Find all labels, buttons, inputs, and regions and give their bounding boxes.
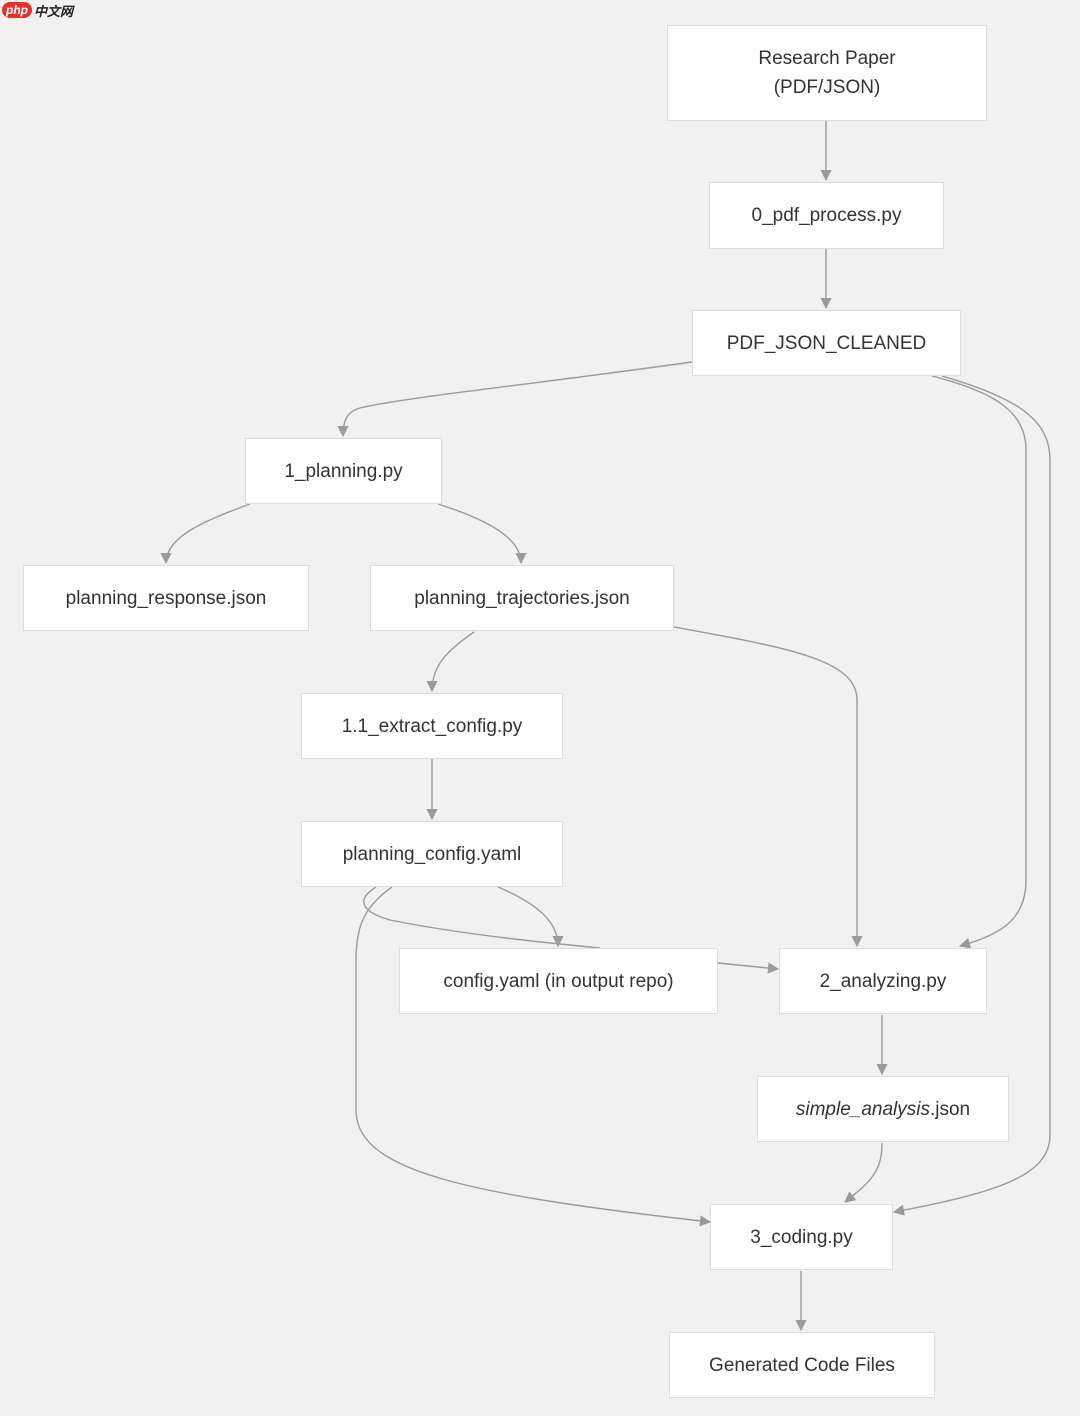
watermark-text: 中文网 [34, 3, 74, 19]
edge-config-to-coding [355, 886, 712, 1227]
edge-cleaned-to-coding [892, 375, 1051, 1216]
edge-cleaned-to-analyzing [931, 375, 1027, 949]
node-research-paper: Research Paper (PDF/JSON) [667, 25, 987, 121]
node-config-yaml: config.yaml (in output repo) [399, 948, 718, 1014]
watermark-badge: php [2, 2, 32, 18]
generated-code-label: Generated Code Files [709, 1354, 895, 1376]
edge-trajectories-to-analyzing [673, 626, 863, 948]
extract-config-label: 1.1_extract_config.py [341, 715, 523, 737]
node-planning: 1_planning.py [245, 438, 442, 504]
config-yaml-label: config.yaml (in output repo) [443, 970, 674, 992]
edge-planning-to-trajectories [437, 503, 527, 565]
pdf-process-label: 0_pdf_process.py [751, 205, 902, 226]
planning-response-label: planning_response.json [65, 587, 267, 609]
pdf-json-cleaned-label: PDF_JSON_CLEANED [726, 332, 927, 354]
edge-configyaml-to-analyzing [717, 962, 780, 974]
analyzing-label: 2_analyzing.py [819, 970, 947, 992]
node-pdf-process: 0_pdf_process.py [709, 182, 944, 249]
node-pdf-json-cleaned: PDF_JSON_CLEANED [692, 310, 961, 376]
edge-config-to-analyzing [363, 886, 601, 949]
edge-trajectories-to-extract [426, 631, 475, 693]
planning-config-label: planning_config.yaml [342, 843, 522, 865]
watermark-logo: php 中文网 [2, 0, 73, 20]
node-simple-analysis: simple_analysis.json [757, 1076, 1009, 1142]
node-generated-code: Generated Code Files [669, 1332, 935, 1398]
node-planning-response: planning_response.json [23, 565, 309, 631]
node-analyzing: 2_analyzing.py [779, 948, 987, 1014]
node-extract-config: 1.1_extract_config.py [301, 693, 563, 759]
node-planning-config: planning_config.yaml [301, 821, 563, 887]
research-paper-line1: Research Paper [758, 48, 896, 69]
simple-analysis-label: simple_analysis.json [796, 1095, 970, 1124]
node-coding: 3_coding.py [710, 1204, 893, 1270]
node-planning-trajectories: planning_trajectories.json [370, 565, 674, 631]
coding-label: 3_coding.py [750, 1226, 853, 1248]
edge-simple-to-coding [844, 1142, 883, 1203]
simple-analysis-ext: .json [929, 1098, 971, 1120]
planning-label: 1_planning.py [284, 460, 403, 482]
edge-planning-to-response [160, 503, 251, 565]
planning-trajectories-label: planning_trajectories.json [414, 587, 630, 609]
edge-cleaned-to-planning [337, 361, 693, 438]
simple-analysis-italic: simple_analysis [795, 1098, 930, 1120]
edge-config-to-configyaml [497, 886, 564, 948]
research-paper-line2: (PDF/JSON) [773, 77, 881, 98]
